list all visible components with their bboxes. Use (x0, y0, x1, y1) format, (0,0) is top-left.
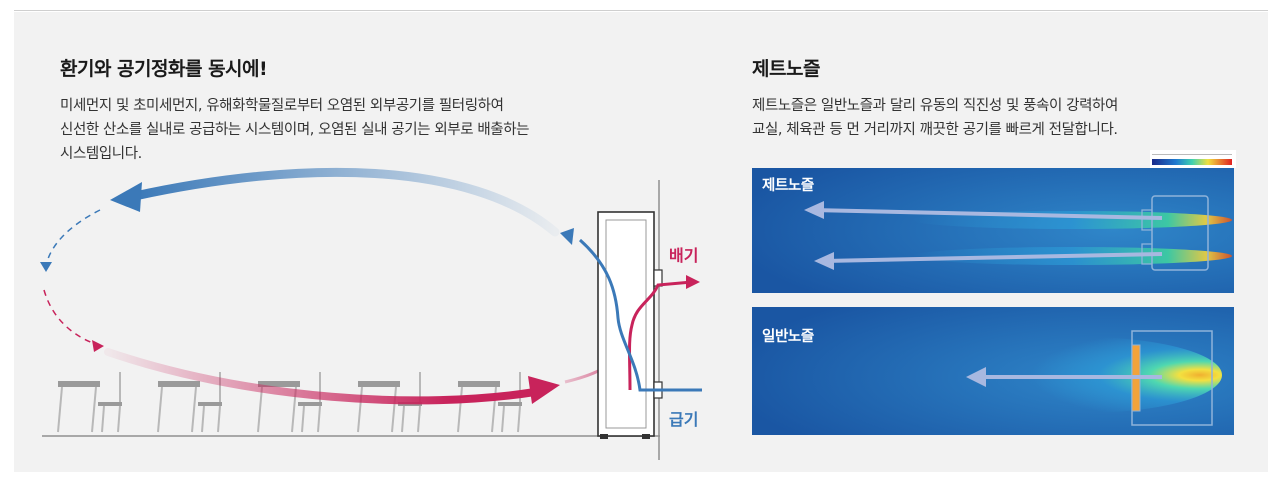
jet-nozzle-desc-line: 제트노즐은 일반노즐과 달리 유동의 직진성 및 풍속이 강력하여 (752, 98, 1118, 114)
return-air-arrowhead (110, 182, 142, 212)
jet-flow-arrowhead (814, 252, 834, 270)
unit-foot (642, 434, 650, 439)
jet-nozzle-title: 제트노즐 (752, 58, 820, 80)
top-divider (14, 10, 1268, 11)
jet-flow-arrow (811, 208, 1163, 220)
exhaust-label: 배기 (669, 246, 699, 265)
jet-nozzle-description: 제트노즐은 일반노즐과 달리 유동의 직진성 및 풍속이 강력하여 교실, 체육… (752, 94, 1252, 142)
return-air-arrow (130, 167, 560, 237)
dashed-blue-path (45, 209, 101, 267)
jet-nozzle-simulation: 제트노즐 (752, 168, 1234, 293)
ventilation-desc-line: 미세먼지 및 초미세먼지, 유해화학물질로부터 오염된 외부공기를 필터링하여 (60, 98, 504, 114)
desk (457, 372, 522, 433)
normal-flow-arrowhead (966, 367, 986, 387)
desk (157, 372, 222, 433)
normal-nozzle-simulation: 일반노즐 (752, 307, 1234, 435)
jet-flow-arrowhead (804, 201, 824, 219)
ventilation-title: 환기와 공기정화를 동시에! (60, 58, 268, 80)
ventilation-unit-inner (605, 219, 647, 429)
exhaust-arrowhead (686, 275, 700, 289)
return-flow (579, 238, 702, 392)
dashed-blue-arrowhead (40, 262, 52, 272)
ventilation-unit (597, 211, 655, 437)
ventilation-desc-line: 신선한 산소를 실내로 공급하는 시스템이며, 오염된 실내 공기는 외부로 배… (60, 122, 530, 138)
unit-foot (600, 434, 608, 439)
supply-air-arrow (104, 348, 539, 405)
velocity-legend (1150, 150, 1236, 168)
supply-label: 급기 (669, 410, 699, 429)
supply-air-arrowhead (528, 376, 560, 404)
desk-group (57, 372, 522, 433)
ventilation-diagram (40, 167, 702, 460)
exhaust-flow (628, 280, 693, 391)
ventilation-description: 미세먼지 및 초미세먼지, 유해화학물질로부터 오염된 외부공기를 필터링하여 … (60, 94, 660, 166)
jet-nozzle-label: 제트노즐 (762, 178, 814, 194)
dashed-pink-path (43, 289, 99, 346)
normal-nozzle-label: 일반노즐 (762, 329, 814, 345)
desk (257, 372, 322, 433)
jet-unit-outline (1151, 195, 1209, 271)
jet-nozzle-desc-line: 교실, 체육관 등 먼 거리까지 깨끗한 공기를 빠르게 전달합니다. (752, 122, 1118, 138)
ventilation-desc-line: 시스템입니다. (60, 146, 142, 162)
desk (57, 372, 122, 433)
dashed-pink-arrowhead (92, 340, 104, 352)
jet-flow-arrow (823, 252, 1163, 263)
return-arrowhead (560, 228, 574, 245)
